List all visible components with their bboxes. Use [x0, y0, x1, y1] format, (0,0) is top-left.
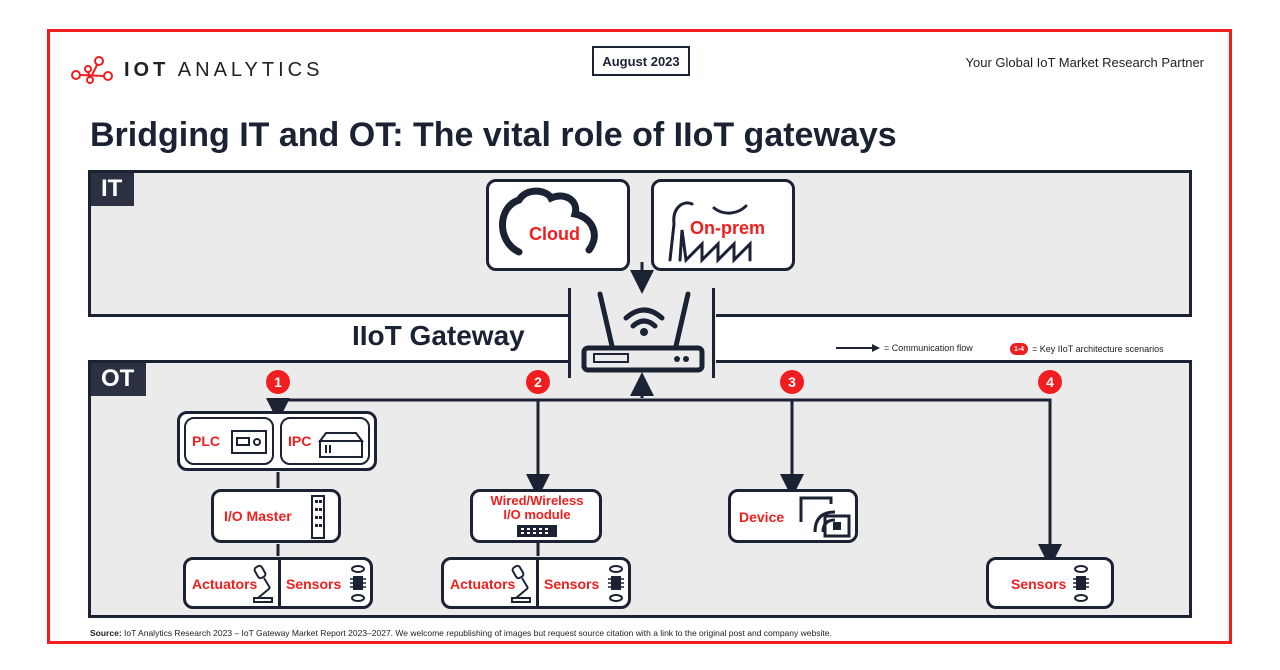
robot-arm-icon	[511, 564, 531, 603]
cloud-icon	[499, 187, 598, 256]
gateway-right-divider	[712, 288, 715, 378]
card-divider	[536, 560, 539, 606]
sensors-label-1: Sensors	[286, 576, 342, 592]
plc-card: PLC	[184, 417, 274, 465]
ipc-label: IPC	[288, 433, 312, 449]
sensor-chip-icon	[350, 565, 366, 602]
scenario-badge-3: 3	[780, 370, 804, 394]
io-master-label: I/O Master	[224, 508, 292, 524]
actuators-label-2: Actuators	[450, 576, 516, 592]
device-label: Device	[739, 509, 785, 525]
sensors-label-2: Sensors	[544, 576, 600, 592]
cloud-label: Cloud	[529, 224, 580, 244]
sensor-chip-icon	[608, 565, 624, 602]
legend-flow-text: = Communication flow	[884, 343, 973, 353]
plc-icon	[231, 430, 267, 454]
ot-bus-line	[276, 398, 1052, 550]
network-nodes-icon	[71, 56, 113, 84]
logo-text: IOT ANALYTICS	[124, 58, 324, 81]
it-zone-tag: IT	[91, 173, 135, 206]
gateway-label: IIoT Gateway	[352, 320, 525, 351]
io-master-icon	[311, 495, 325, 539]
router-icon	[581, 291, 705, 373]
legend-scenarios-text: = Key IIoT architecture scenarios	[1032, 344, 1164, 354]
io-master-card: I/O Master	[211, 489, 341, 543]
card-divider	[278, 560, 281, 606]
date-badge: August 2023	[592, 46, 690, 76]
tagline: Your Global IoT Market Research Partner	[965, 55, 1204, 70]
factory-icon	[668, 201, 752, 264]
legend-scenario-badge: 1-4	[1010, 343, 1028, 355]
cloud-card: Cloud	[486, 179, 630, 271]
logo: IOT ANALYTICS	[70, 55, 323, 85]
frame-border	[47, 29, 1232, 644]
sensors-label-4: Sensors	[1011, 576, 1067, 592]
page-title: Bridging IT and OT: The vital role of II…	[90, 116, 897, 154]
sensor-chip-icon	[1073, 565, 1089, 602]
ot-zone-tag: OT	[91, 363, 147, 396]
io-module-icon	[517, 525, 557, 537]
actuators-label-1: Actuators	[192, 576, 258, 592]
legend-scenarios: 1-4 = Key IIoT architecture scenarios	[1010, 343, 1164, 355]
ipc-icon	[318, 432, 364, 458]
actuators-sensors-card-1: Actuators Sensors	[183, 557, 373, 609]
source-note: Source: IoT Analytics Research 2023 – Io…	[90, 628, 832, 638]
ipc-card: IPC	[280, 417, 370, 465]
legend-flow: = Communication flow	[836, 343, 973, 353]
scenario-badge-1: 1	[266, 370, 290, 394]
gateway-left-divider	[568, 288, 571, 378]
plc-label: PLC	[192, 433, 220, 449]
sensors-card-4: Sensors	[986, 557, 1114, 609]
onprem-card: On-prem	[651, 179, 795, 271]
robot-arm-icon	[253, 564, 273, 603]
arrow-right-icon	[836, 344, 880, 352]
wireless-device-icon	[799, 496, 851, 538]
onprem-label: On-prem	[688, 218, 768, 239]
actuators-sensors-card-2: Actuators Sensors	[441, 557, 631, 609]
scenario-badge-2: 2	[526, 370, 550, 394]
device-card: Device	[728, 489, 858, 543]
scenario-badge-4: 4	[1038, 370, 1062, 394]
